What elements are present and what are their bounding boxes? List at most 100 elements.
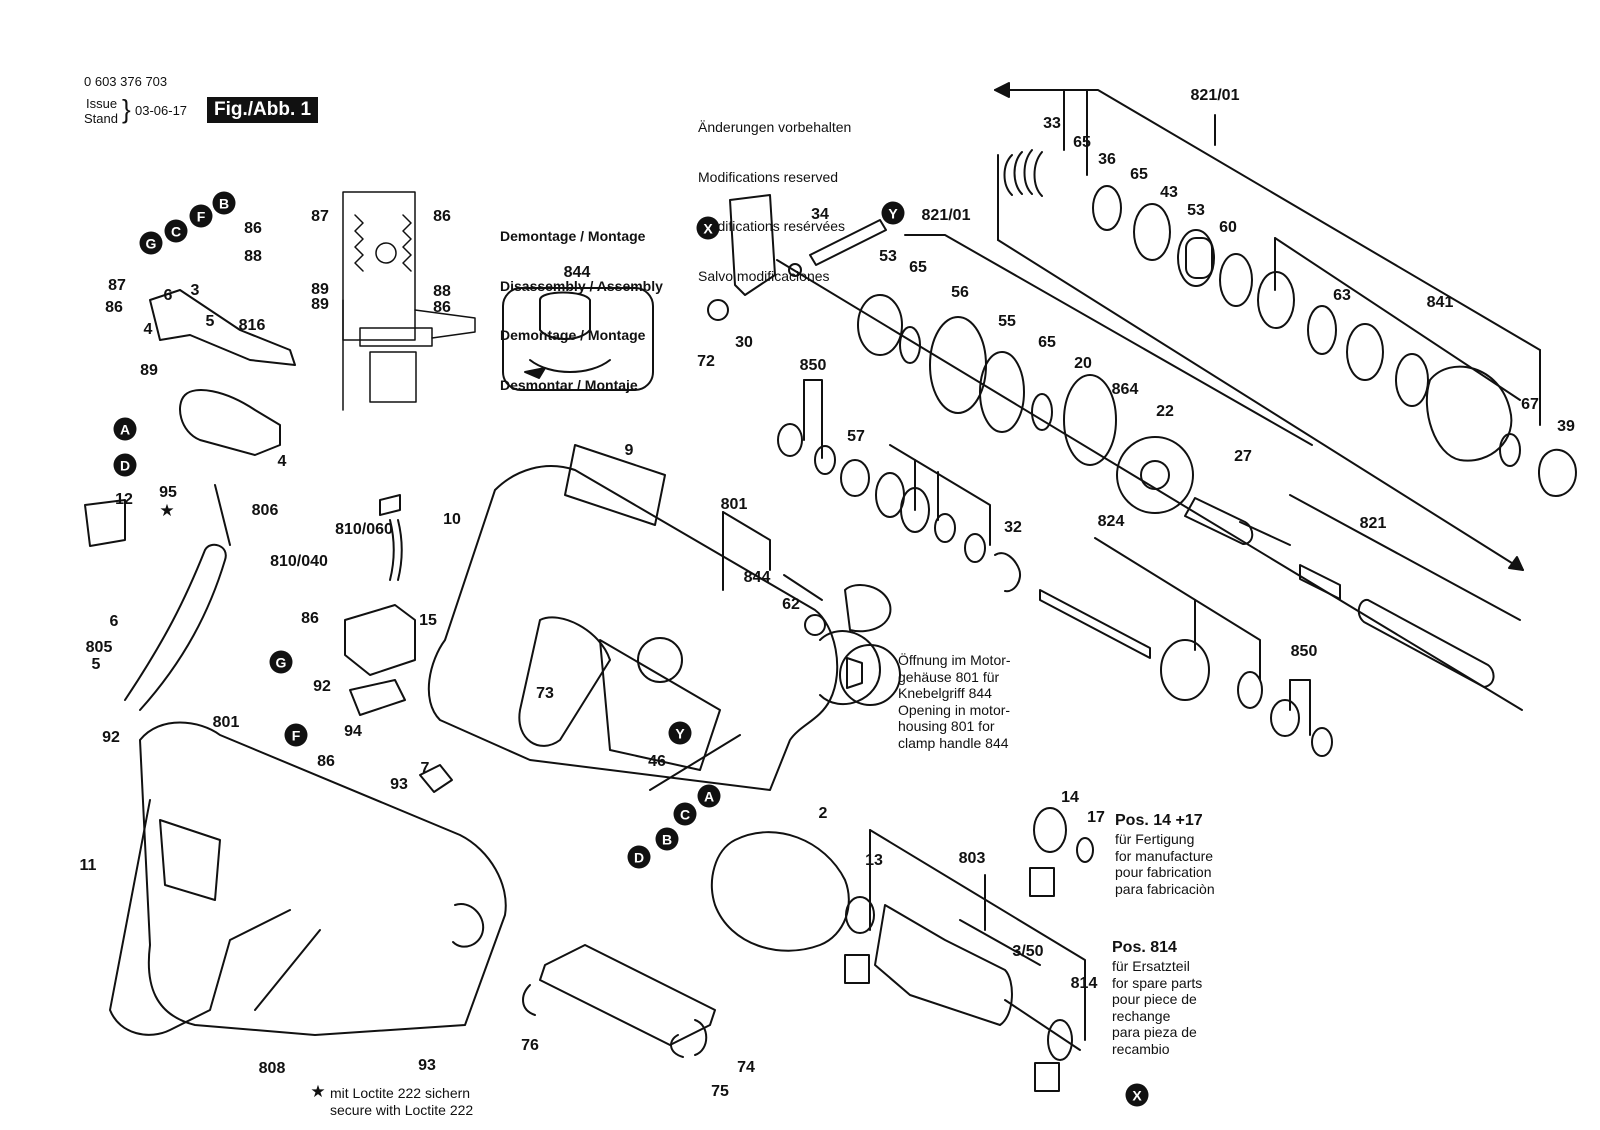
part-callout: 6 xyxy=(109,613,119,630)
part-callout: 821/01 xyxy=(921,207,971,224)
part-callout: 87 xyxy=(108,277,126,294)
connection-marker: C xyxy=(673,802,697,826)
part-callout: 65 xyxy=(1130,166,1148,183)
part-callout: 43 xyxy=(1160,184,1178,201)
connection-marker: Y xyxy=(881,201,905,225)
part-callout: 76 xyxy=(521,1037,539,1054)
connection-marker: F xyxy=(189,204,213,228)
part-callout: 53 xyxy=(879,248,897,265)
part-callout: 86 xyxy=(317,753,335,770)
part-callout: 20 xyxy=(1074,355,1092,372)
part-callout: 89 xyxy=(311,296,329,313)
part-callout: 89 xyxy=(311,281,329,298)
part-callout: 850 xyxy=(799,357,827,374)
part-number: 0 603 376 703 xyxy=(84,74,168,89)
part-callout: 801 xyxy=(720,496,748,513)
part-callout: 803 xyxy=(958,850,986,867)
disassembly-inset xyxy=(502,287,654,391)
part-callout: 63 xyxy=(1333,287,1351,304)
part-callout: 46 xyxy=(648,753,666,770)
part-callout: 6 xyxy=(163,287,173,304)
changes-en: Modifications reserved xyxy=(698,168,839,185)
part-callout: 824 xyxy=(1097,513,1125,530)
part-callout: 810/060 xyxy=(335,521,393,538)
part-callout: 13 xyxy=(865,852,883,869)
part-callout: 86 xyxy=(433,299,451,316)
connection-marker: Y xyxy=(668,721,692,745)
part-callout: 821 xyxy=(1359,515,1387,532)
part-callout: 4 xyxy=(277,453,287,470)
connection-marker: B xyxy=(655,827,679,851)
gearbox-bracket-lines xyxy=(776,82,1541,711)
connection-marker: D xyxy=(627,845,651,869)
part-callout: 7 xyxy=(420,760,430,777)
issue-date: 03-06-17 xyxy=(135,103,188,118)
part-callout: 806 xyxy=(251,502,279,519)
part-callout: 816 xyxy=(238,317,266,334)
part-callout: 93 xyxy=(390,776,408,793)
part-callout: 17 xyxy=(1087,809,1105,826)
part-callout: 60 xyxy=(1219,219,1237,236)
part-callout: 86 xyxy=(433,208,451,225)
part-callout: 11 xyxy=(79,857,97,874)
connection-marker: G xyxy=(139,231,163,255)
loctite-star-icon: ★ xyxy=(310,1082,326,1101)
motor-housing xyxy=(427,444,901,791)
figure-label: Fig./Abb. 1 xyxy=(207,97,319,123)
part-callout: 36 xyxy=(1098,151,1116,168)
disassembly-nl: Demontage / Montage xyxy=(500,327,646,343)
part-callout: 53 xyxy=(1187,202,1205,219)
part-callout: 5 xyxy=(91,656,101,673)
part-callout: 810/040 xyxy=(270,553,328,570)
part-callout: 844 xyxy=(743,569,771,586)
part-callout: 10 xyxy=(443,511,461,528)
part-callout: 65 xyxy=(1038,334,1056,351)
connection-marker: X xyxy=(1125,1083,1149,1107)
part-callout: 821/01 xyxy=(1190,87,1240,104)
part-callout: 12 xyxy=(115,491,133,508)
part-callout: 72 xyxy=(697,353,715,370)
part-callout: 22 xyxy=(1156,403,1174,420)
part-callout: 75 xyxy=(711,1083,729,1100)
part-callout: 88 xyxy=(433,283,451,300)
part-callout: 65 xyxy=(1073,134,1091,151)
part-callout: 56 xyxy=(951,284,969,301)
part-callout: 3/50 xyxy=(1012,943,1044,960)
part-callout: 15 xyxy=(419,612,437,629)
part-callout: 808 xyxy=(258,1060,286,1077)
connection-marker: F xyxy=(284,723,308,747)
connection-marker: A xyxy=(697,784,721,808)
disassembly-de: Demontage / Montage xyxy=(500,228,646,244)
part-callout: 3 xyxy=(190,282,200,299)
loctite-star-icon: ★ xyxy=(159,501,175,520)
brace-symbol: } xyxy=(122,94,131,124)
connection-marker: D xyxy=(113,453,137,477)
part-callout: 9 xyxy=(624,442,634,459)
part-callout: 65 xyxy=(909,259,927,276)
part-callout: 89 xyxy=(140,362,158,379)
group-leaders xyxy=(722,379,1311,1041)
part-callout: 14 xyxy=(1061,789,1079,806)
part-callout: 864 xyxy=(1111,381,1139,398)
middle-gear-parts xyxy=(777,294,1495,757)
part-callout: 4 xyxy=(143,321,153,338)
part-callout: 814 xyxy=(1070,975,1098,992)
changes-de: Änderungen vorbehalten xyxy=(698,119,852,135)
pos14-17-text: für Fertigung for manufacture pour fabri… xyxy=(1115,831,1215,897)
part-callout: 841 xyxy=(1426,294,1454,311)
pos814-title: Pos. 814 xyxy=(1112,939,1177,956)
issue-label: Issue xyxy=(86,96,118,111)
switch-assembly xyxy=(84,289,453,793)
part-callout: 94 xyxy=(344,723,362,740)
part-callout: 2 xyxy=(818,805,828,822)
opening-note: Öffnung im Motor- gehäuse 801 für Knebel… xyxy=(898,652,1011,751)
stand-label: Stand xyxy=(84,111,118,126)
part-callout: 27 xyxy=(1234,448,1252,465)
part-callout: 86 xyxy=(301,610,319,627)
part-callout: 33 xyxy=(1043,115,1061,132)
loctite-note: mit Loctite 222 sichern secure with Loct… xyxy=(330,1085,474,1118)
part-callout: 93 xyxy=(418,1057,436,1074)
upper-gear-parts xyxy=(1003,149,1577,497)
part-callout: 801 xyxy=(212,714,240,731)
part-callout: 88 xyxy=(244,248,262,265)
